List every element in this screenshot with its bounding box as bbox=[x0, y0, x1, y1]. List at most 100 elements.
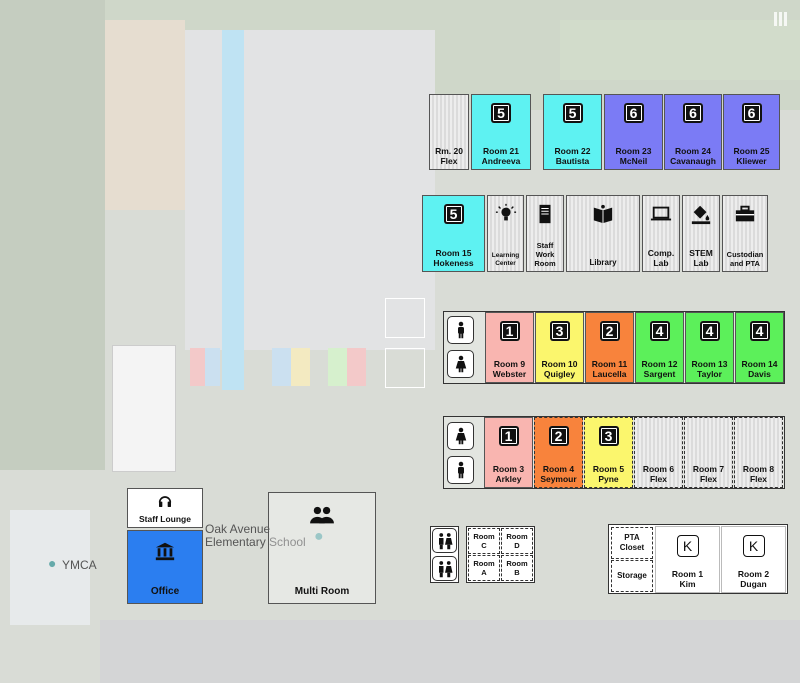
ymca-building bbox=[10, 510, 90, 625]
room-label: Room 9 Webster bbox=[492, 358, 527, 379]
grade-badge: 5 bbox=[491, 103, 511, 123]
restroom-male[interactable] bbox=[447, 456, 474, 484]
restroom-male[interactable] bbox=[447, 316, 474, 344]
map-pin-icon: ● bbox=[48, 555, 57, 571]
room-label: Storage bbox=[617, 571, 647, 581]
track-stripe bbox=[222, 30, 244, 390]
grade-badge: 2 bbox=[548, 426, 569, 446]
restroom-icon bbox=[438, 532, 452, 549]
grade-badge: 5 bbox=[443, 204, 464, 224]
learning-center[interactable]: Learning Center bbox=[487, 195, 524, 272]
open-book-icon bbox=[592, 203, 614, 225]
room-label: Staff Lounge bbox=[139, 513, 191, 524]
room-6[interactable]: Room 6 Flex bbox=[634, 417, 683, 488]
ymca-label: YMCA bbox=[62, 558, 97, 572]
custodian-pta[interactable]: Custodian and PTA bbox=[722, 195, 768, 272]
grade-badge: 3 bbox=[549, 321, 570, 341]
color-squares bbox=[190, 348, 220, 386]
paint-bucket-icon bbox=[690, 203, 712, 225]
map-pin-icon: ● bbox=[314, 528, 324, 545]
room-label: Room 12 Sargent bbox=[641, 358, 678, 379]
staff-work-room[interactable]: Staff Work Room bbox=[526, 195, 564, 272]
multi-room[interactable]: Multi Room bbox=[268, 492, 376, 604]
room-2[interactable]: K Room 2 Dugan bbox=[721, 526, 786, 593]
room-label: PTA Closet bbox=[619, 533, 645, 552]
restroom-family[interactable] bbox=[432, 556, 457, 581]
room-label: Room C bbox=[473, 532, 495, 550]
room-label: Room 4 Seymour bbox=[540, 463, 577, 484]
room-label: Room 25 Kliewer bbox=[733, 145, 770, 166]
storage[interactable]: Storage bbox=[611, 560, 653, 592]
office[interactable]: Office bbox=[127, 530, 203, 604]
room-label: Room 22 Bautista bbox=[554, 145, 591, 166]
book-icon bbox=[534, 203, 556, 225]
room-label: Room A bbox=[473, 559, 495, 577]
tent bbox=[112, 345, 176, 472]
grade-badge: 6 bbox=[623, 103, 644, 123]
room-label: Room 23 McNeil bbox=[615, 145, 652, 166]
room-label: STEM Lab bbox=[689, 247, 713, 268]
room-label: Room 11 Laucella bbox=[591, 358, 628, 379]
room-rm20[interactable]: Rm. 20 Flex bbox=[429, 94, 469, 170]
restroom-female[interactable] bbox=[447, 422, 474, 450]
restroom-female[interactable] bbox=[447, 350, 474, 378]
room-label: Staff Work Room bbox=[534, 241, 556, 268]
lawn-right bbox=[560, 20, 800, 80]
computer-lab[interactable]: Comp. Lab bbox=[642, 195, 680, 272]
grade-badge: 1 bbox=[499, 321, 520, 341]
room-label: Custodian and PTA bbox=[726, 250, 764, 268]
room-a[interactable]: Room A bbox=[468, 555, 500, 581]
room-label: Room 15 Hokeness bbox=[433, 247, 474, 268]
grade-badge: K bbox=[742, 535, 765, 557]
laptop-icon bbox=[650, 203, 672, 225]
room-d[interactable]: Room D bbox=[501, 528, 533, 554]
room-label: Library bbox=[589, 258, 617, 268]
room-7[interactable]: Room 7 Flex bbox=[684, 417, 733, 488]
room-label: Multi Room bbox=[294, 586, 350, 597]
room-label: Room 21 Andreeva bbox=[481, 145, 521, 166]
room-label: Rm. 20 Flex bbox=[435, 145, 463, 166]
four-square-grid bbox=[385, 348, 425, 388]
room-label: Room 2 Dugan bbox=[737, 568, 770, 589]
pta-closet[interactable]: PTA Closet bbox=[611, 527, 653, 559]
grid-menu-icon[interactable] bbox=[774, 12, 788, 26]
room-label: Room 24 Cavanaugh bbox=[670, 145, 716, 166]
staff-lounge[interactable]: Staff Lounge bbox=[127, 488, 203, 528]
grade-badge: 6 bbox=[741, 103, 762, 123]
room-c[interactable]: Room C bbox=[468, 528, 500, 554]
room-label: Learning Center bbox=[491, 252, 520, 268]
woman-icon bbox=[455, 427, 466, 445]
man-icon bbox=[457, 461, 464, 479]
grade-badge: 1 bbox=[498, 426, 519, 446]
room-8[interactable]: Room 8 Flex bbox=[734, 417, 783, 488]
room-label: Room 13 Taylor bbox=[691, 358, 728, 379]
grade-badge: 4 bbox=[649, 321, 670, 341]
school-label: Oak Avenue Elementary School bbox=[205, 522, 306, 550]
restroom-family[interactable] bbox=[432, 528, 457, 553]
room-label: Room 8 Flex bbox=[742, 463, 775, 484]
parking-lot bbox=[100, 620, 800, 683]
library[interactable]: Library bbox=[566, 195, 640, 272]
toolbox-icon bbox=[734, 203, 756, 225]
sand-area bbox=[105, 20, 185, 210]
room-b[interactable]: Room B bbox=[501, 555, 533, 581]
stem-lab[interactable]: STEM Lab bbox=[682, 195, 720, 272]
room-label: Room 14 Davis bbox=[741, 358, 778, 379]
room-label: Room 5 Pyne bbox=[592, 463, 625, 484]
